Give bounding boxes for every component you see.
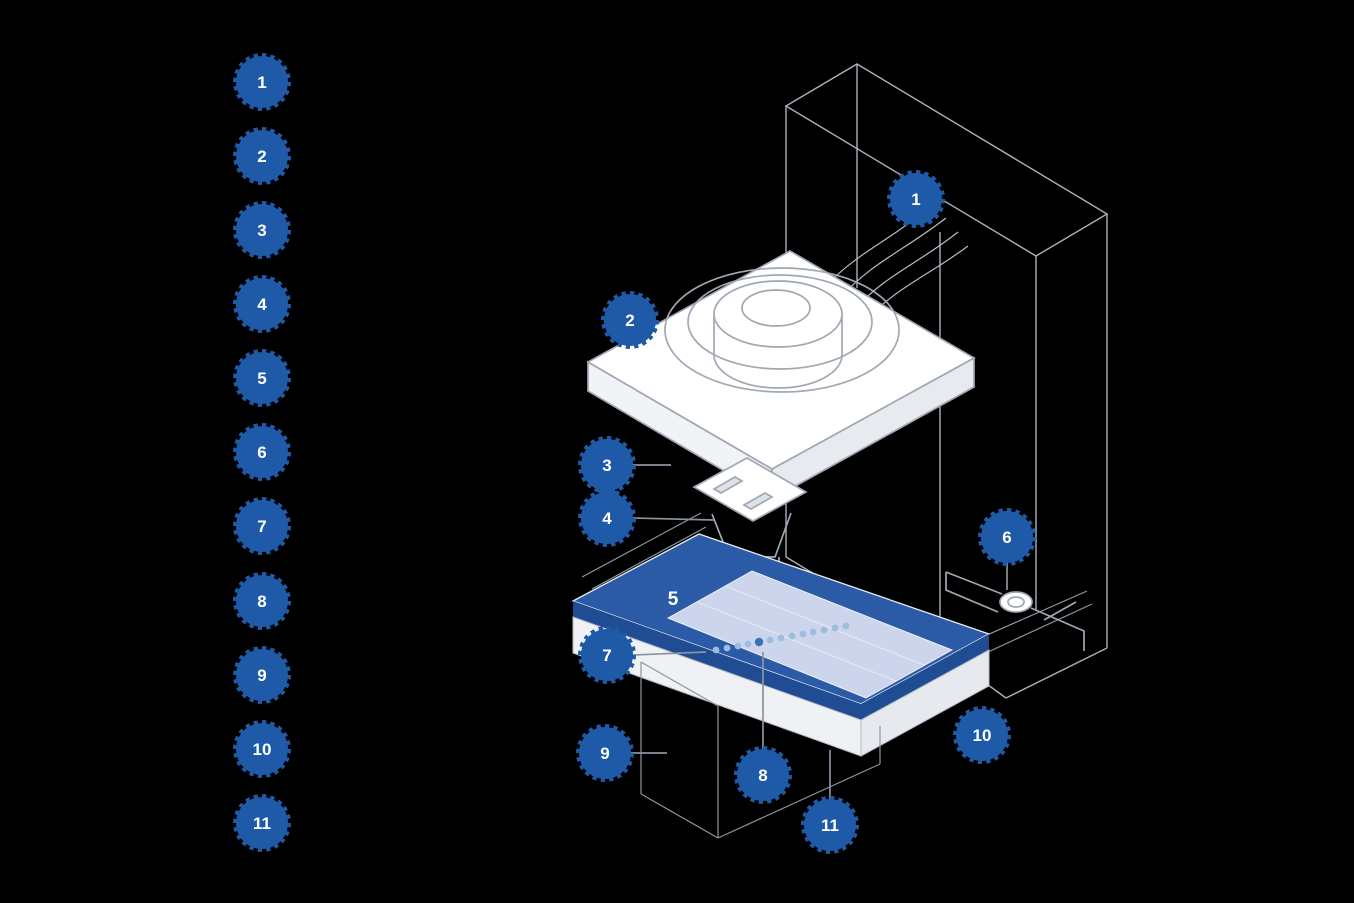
callout-number: 9 (600, 743, 610, 763)
callout-number: 2 (625, 310, 635, 330)
legend-number: 4 (257, 294, 267, 314)
legend-badge-11: 11 (233, 794, 291, 852)
hob-assembly (586, 250, 976, 501)
legend-badge-3: 3 (233, 201, 291, 259)
drawer-frame (640, 661, 881, 839)
callout-badge-10: 10 (953, 706, 1011, 764)
legend-number: 8 (257, 591, 267, 611)
callout-number: 3 (602, 455, 612, 475)
legend-number: 9 (257, 665, 267, 685)
filter-panel-face (666, 570, 954, 699)
legend-badge-5: 5 (233, 349, 291, 407)
callout-number: 7 (602, 645, 612, 665)
legend-badge-9: 9 (233, 646, 291, 704)
legend-number: 5 (257, 368, 267, 388)
callout-badge-7: 7 (578, 626, 636, 684)
callout-number: 4 (602, 508, 612, 528)
callout-badge-1: 1 (887, 170, 945, 228)
vent-rings (664, 267, 900, 393)
legend-badge-2: 2 (233, 127, 291, 185)
callout-number: 1 (911, 189, 921, 209)
legend-number: 3 (257, 220, 267, 240)
callout-number: 6 (1002, 527, 1012, 547)
tray-back-lines (581, 512, 707, 590)
legend-number: 6 (257, 442, 267, 462)
legend-badge-1: 1 (233, 53, 291, 111)
callout-number: 10 (972, 725, 992, 745)
legend-badge-10: 10 (233, 720, 291, 778)
legend-badge-8: 8 (233, 572, 291, 630)
legend-number: 1 (257, 72, 267, 92)
callout-badge-8: 8 (734, 746, 792, 804)
callout-badge-9: 9 (576, 724, 634, 782)
legend-number: 2 (257, 146, 267, 166)
callout-badge-11: 11 (801, 796, 859, 854)
callout-number: 8 (758, 765, 768, 785)
leader-lines (631, 464, 1008, 799)
legend-badge-7: 7 (233, 497, 291, 555)
led-indicators (712, 622, 850, 654)
legend-badge-6: 6 (233, 423, 291, 481)
inline-label-5: 5 (667, 589, 679, 610)
callout-badge-3: 3 (578, 436, 636, 494)
legend-number: 11 (253, 813, 271, 833)
filter-panel (666, 570, 954, 699)
callout-number: 11 (821, 815, 839, 835)
legend-badge-4: 4 (233, 275, 291, 333)
callout-badge-4: 4 (578, 489, 636, 547)
callout-badge-6: 6 (978, 508, 1036, 566)
legend-number: 10 (252, 739, 272, 759)
legend-number: 7 (257, 516, 267, 536)
duct-connector (945, 571, 1093, 659)
callout-badge-2: 2 (601, 291, 659, 349)
